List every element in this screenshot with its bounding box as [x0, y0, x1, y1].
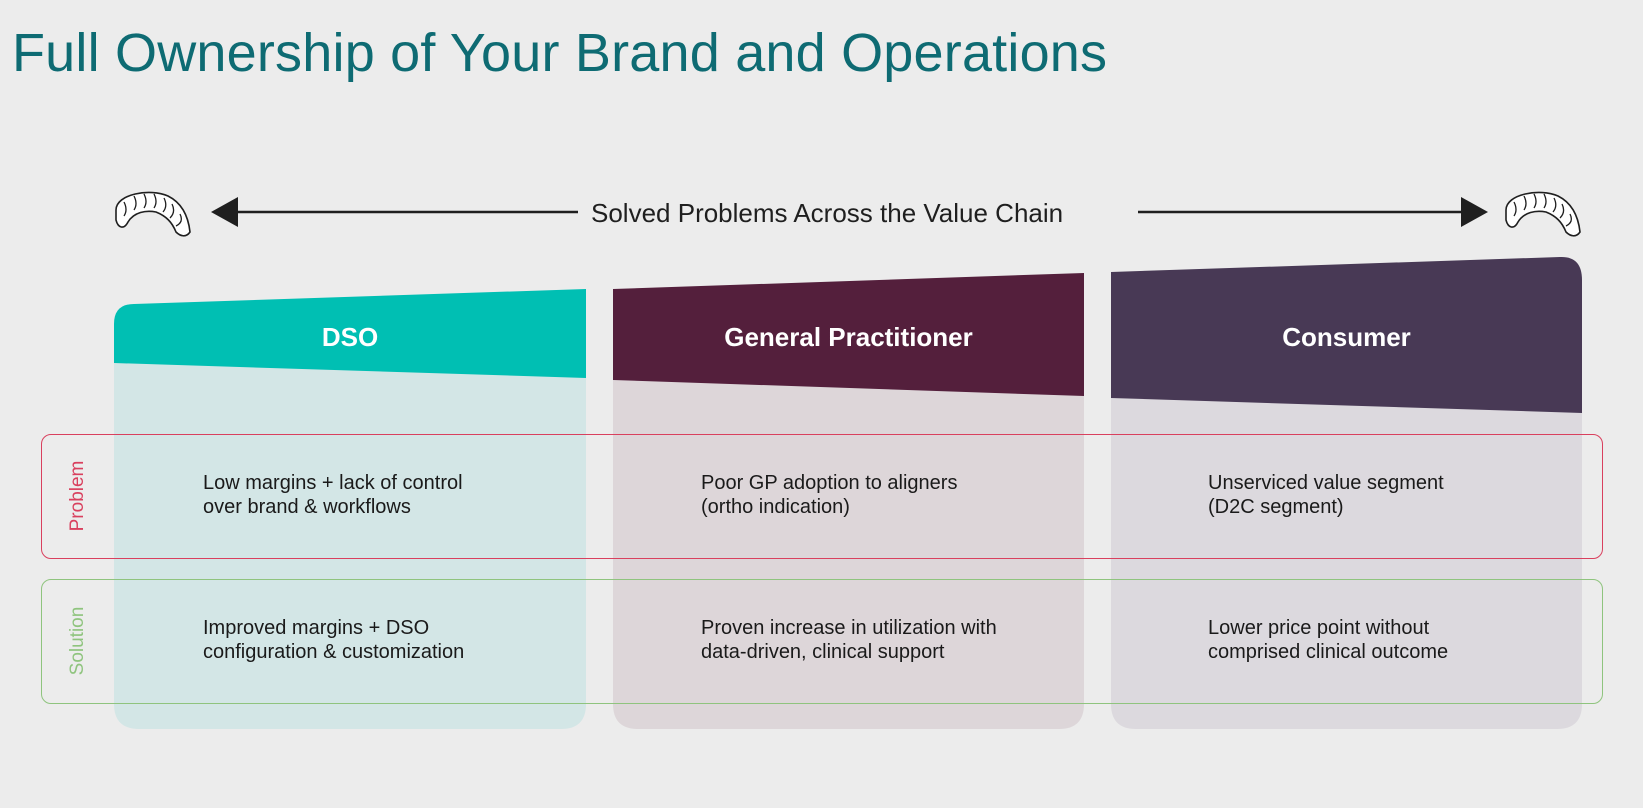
- column-title-gp: General Practitioner: [724, 322, 973, 352]
- problem-cell-consumer: Unserviced value segment (D2C segment): [1208, 472, 1444, 518]
- column-header-gp: [613, 273, 1084, 396]
- aligner-icon: [115, 191, 191, 237]
- problem-row-label: Problem: [67, 460, 88, 532]
- value-chain-label: Solved Problems Across the Value Chain: [585, 198, 1070, 229]
- double-arrow: [211, 197, 1488, 227]
- column-title-consumer: Consumer: [1282, 322, 1411, 352]
- column-header-consumer: [1111, 256, 1582, 413]
- value-chain-arrow: Solved Problems Across the Value Chain: [0, 180, 1643, 260]
- page-title: Full Ownership of Your Brand and Operati…: [12, 23, 1108, 83]
- problem-cell-gp: Poor GP adoption to aligners (ortho indi…: [701, 472, 958, 518]
- solution-cell-gp: Proven increase in utilization with data…: [701, 617, 997, 663]
- problem-cell-dso: Low margins + lack of control over brand…: [203, 472, 463, 518]
- aligner-icon: [1505, 191, 1581, 237]
- solution-row: [41, 579, 1603, 704]
- column-body-dso: [114, 360, 586, 729]
- solution-cell-consumer: Lower price point without comprised clin…: [1208, 617, 1449, 663]
- column-body-consumer: [1111, 396, 1582, 729]
- solution-row-label: Solution: [67, 606, 88, 676]
- solution-cell-dso: Improved margins + DSO configuration & c…: [203, 617, 465, 663]
- column-title-dso: DSO: [321, 322, 379, 352]
- column-header-dso: [114, 289, 586, 378]
- column-body-gp: [613, 378, 1084, 729]
- problem-row: [41, 434, 1603, 559]
